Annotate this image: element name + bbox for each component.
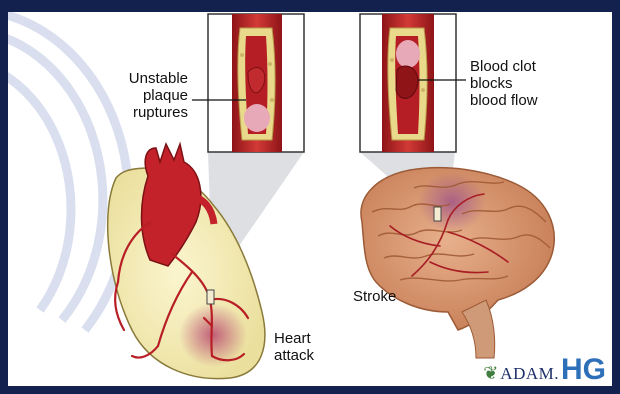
frame-bottom — [0, 388, 620, 394]
frame-right — [614, 0, 620, 394]
inner-border — [6, 10, 614, 388]
frame-top — [0, 0, 620, 10]
